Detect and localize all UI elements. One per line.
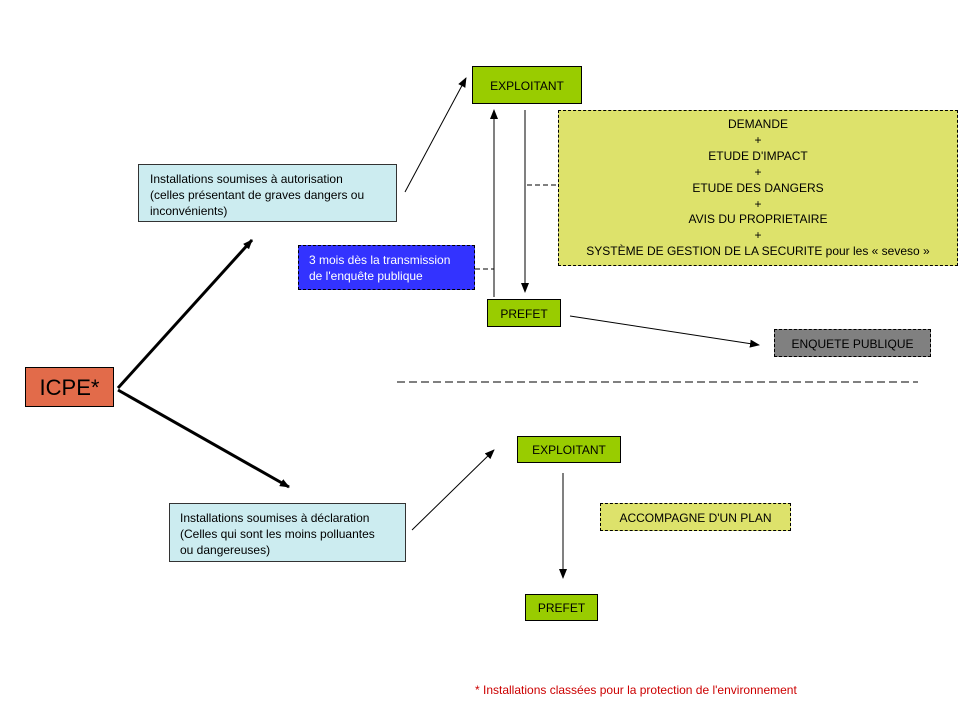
plan-requirement-box: ACCOMPAGNE D'UN PLAN bbox=[600, 503, 791, 531]
arrow-prefet-to-enquete bbox=[569, 315, 760, 348]
delay-note-box: 3 mois dès la transmission de l'enquête … bbox=[298, 245, 475, 290]
arrow-icpe-to-declaration bbox=[117, 388, 290, 489]
prefet-node-autorisation: PREFET bbox=[487, 299, 561, 327]
enquete-publique-box: ENQUETE PUBLIQUE bbox=[774, 329, 931, 357]
arrow-declaration-to-exploitant bbox=[411, 449, 495, 531]
icpe-root-node: ICPE* bbox=[25, 367, 114, 407]
prefet-node-declaration: PREFET bbox=[525, 594, 598, 621]
requirements-box: DEMANDE + ETUDE D'IMPACT + ETUDE DES DAN… bbox=[558, 110, 958, 266]
footnote: * Installations classées pour la protect… bbox=[475, 683, 797, 697]
declaration-category-box: Installations soumises à déclaration (Ce… bbox=[169, 503, 406, 562]
arrow-autorisation-to-exploitant bbox=[404, 77, 467, 193]
exploitant-node-declaration: EXPLOITANT bbox=[517, 436, 621, 463]
arrow-icpe-to-autorisation bbox=[116, 238, 254, 390]
exploitant-node-autorisation: EXPLOITANT bbox=[472, 66, 582, 104]
autorisation-category-box: Installations soumises à autorisation (c… bbox=[138, 164, 397, 222]
